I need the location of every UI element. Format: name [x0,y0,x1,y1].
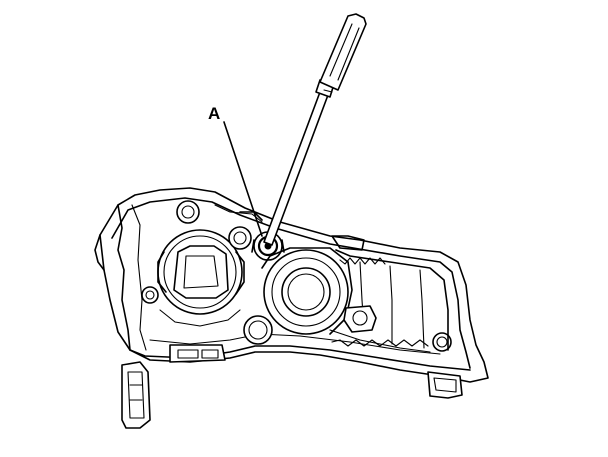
callout-a: A [208,104,263,237]
mounting-bracket-right [427,371,463,399]
bottom-connector [169,344,226,363]
reflector-right [329,235,449,353]
projector-lens [261,247,353,335]
mounting-bracket-left [121,361,151,429]
screwdriver [263,13,367,246]
upper-left-fittings [176,200,263,250]
lower-fittings [141,286,452,352]
callout-a-label: A [208,104,220,123]
bulb-socket-left [157,229,245,327]
